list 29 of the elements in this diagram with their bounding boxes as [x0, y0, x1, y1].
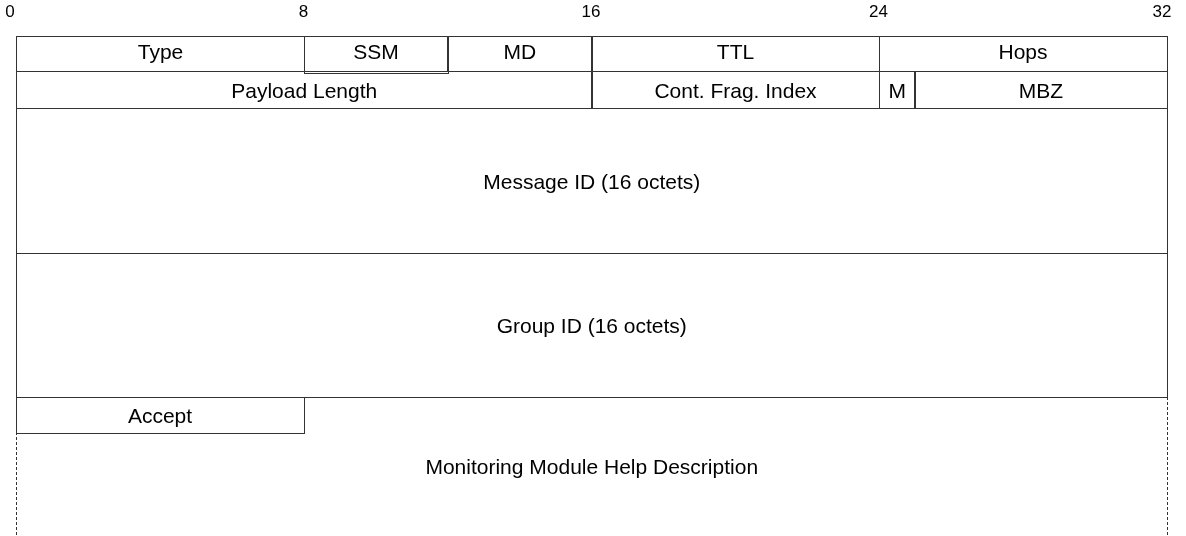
field-box — [878, 36, 1168, 72]
field-box — [914, 71, 1168, 109]
field-name: Hops — [998, 41, 1048, 62]
bit-position-number: 32 — [1152, 2, 1172, 22]
bit-position-number: 24 — [869, 2, 888, 22]
field-name: Cont. Frag. Index — [654, 79, 817, 101]
field-box — [303, 36, 449, 74]
field-box — [16, 253, 1168, 398]
field-name: Message ID (16 octets) — [483, 170, 701, 192]
field-name: Monitoring Module Help Description — [425, 456, 759, 477]
field-name: MD — [503, 41, 537, 62]
bit-position-number: 16 — [581, 2, 601, 22]
field-name: Payload Length — [231, 79, 378, 101]
field-name: TTL — [716, 41, 755, 62]
field-box — [591, 36, 880, 72]
field-name: SSM — [353, 41, 399, 62]
field-name: MBZ — [1018, 79, 1064, 101]
field-name: Group ID (16 octets) — [496, 315, 687, 336]
field-name: Type — [137, 41, 184, 62]
field-box — [16, 71, 593, 109]
field-box — [447, 36, 593, 72]
bit-position-number: 0 — [5, 2, 15, 22]
field-name: Accept — [127, 404, 193, 426]
field-name: M — [888, 79, 906, 101]
field-box — [16, 36, 305, 72]
bit-position-number: 8 — [298, 2, 309, 22]
open-field-region — [16, 397, 1168, 536]
field-box — [15, 396, 305, 434]
field-box — [16, 108, 1168, 254]
